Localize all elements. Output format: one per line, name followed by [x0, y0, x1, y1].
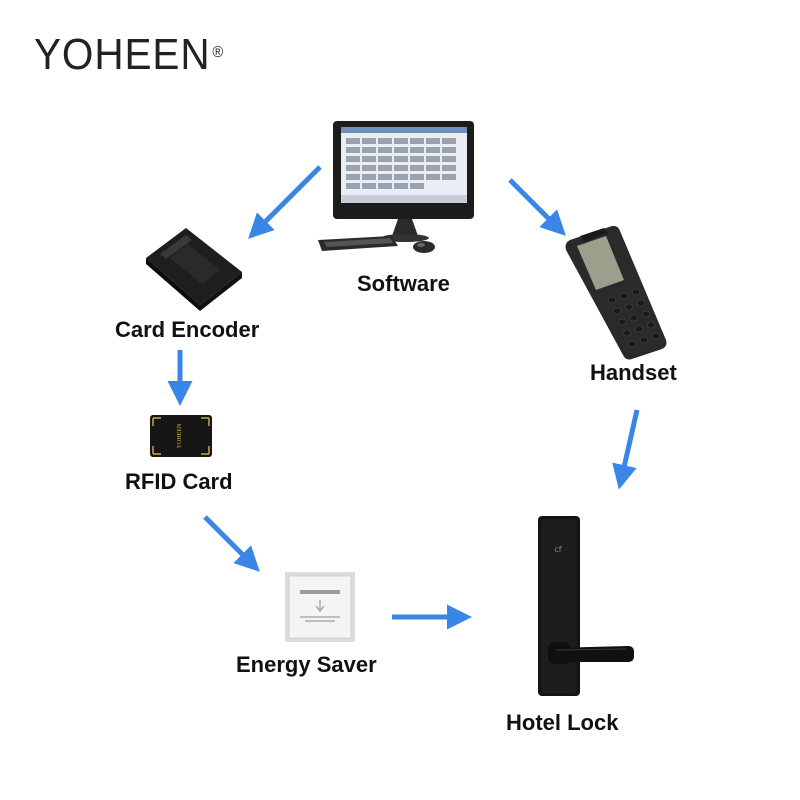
edge-rfid-card-to-energy-saver: [203, 515, 260, 572]
registered-mark: ®: [212, 44, 225, 61]
svg-text:cf: cf: [554, 545, 561, 554]
rfid-card-text: YOHEEN: [177, 423, 183, 448]
label-hotel-lock: Hotel Lock: [506, 710, 619, 735]
label-energy-saver: Energy Saver: [236, 652, 377, 677]
brand-name: YOHEEN: [34, 30, 211, 79]
label-handset: Handset: [590, 360, 677, 385]
edge-handset-to-hotel-lock: [612, 409, 640, 490]
label-software: Software: [357, 271, 450, 296]
label-rfid-card: RFID Card: [125, 469, 233, 494]
edge-software-to-handset: [508, 178, 566, 236]
label-card-encoder: Card Encoder: [115, 317, 260, 342]
edge-software-to-card-encoder: [248, 165, 322, 239]
brand-logo: YOHEEN®: [34, 30, 224, 80]
